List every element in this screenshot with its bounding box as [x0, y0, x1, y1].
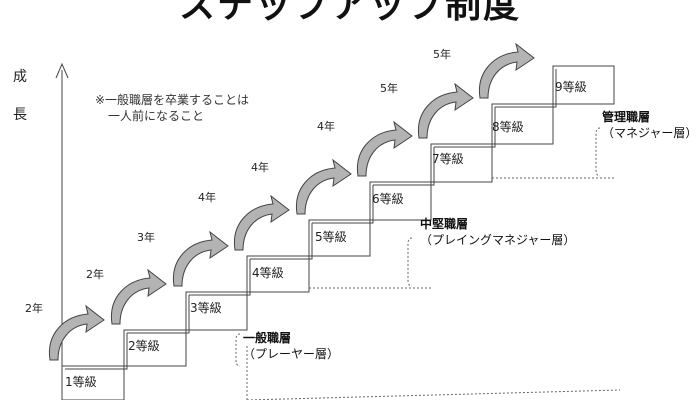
- year-label-1: 2年: [25, 302, 43, 315]
- note-line-2: 一人前になること: [108, 109, 205, 123]
- grade-box-2: [123, 329, 187, 367]
- step-up-arrow-8: [478, 42, 535, 99]
- step-up-arrow-5: [295, 158, 352, 215]
- layer-sub: （プレーヤー層）: [243, 347, 340, 361]
- layer-name: 中堅職層: [420, 217, 469, 231]
- year-label-4: 4年: [198, 191, 216, 204]
- grade-label-1: 1等級: [65, 375, 97, 389]
- step-up-arrow-7: [417, 82, 474, 139]
- step-up-arrow-2: [110, 268, 167, 325]
- stair-outline-2: [127, 295, 190, 334]
- stair-outline-4: [250, 223, 313, 260]
- step-up-arrow-1: [48, 304, 105, 361]
- stair-outline-1: [65, 333, 128, 370]
- stair-outline-3: [189, 259, 251, 296]
- layer-bracket-mid: [407, 237, 413, 287]
- step-up-arrow-3: [172, 230, 229, 287]
- layer-label-general: 一般職層 （プレーヤー層）: [243, 330, 339, 362]
- grade-label-9: 9等級: [555, 80, 587, 94]
- grade-label-5: 5等級: [315, 230, 347, 244]
- stair-outline-6: [373, 147, 435, 186]
- layer-name: 管理職層: [602, 110, 651, 124]
- stair-outline-7: [434, 107, 496, 148]
- grade-box-3: [185, 291, 248, 331]
- grade-label-7: 7等級: [432, 152, 464, 166]
- step-up-arrow-6: [356, 120, 413, 177]
- layer-guide-general-base: [246, 389, 621, 400]
- layer-name: 一般職層: [243, 331, 292, 345]
- layer-bracket-general: [235, 333, 241, 367]
- year-label-5: 4年: [251, 161, 269, 174]
- page-title: ステップアップ制度: [178, 0, 521, 26]
- grade-box-6: [369, 181, 432, 221]
- growth-label-1: 成: [13, 69, 27, 85]
- growth-label-2: 長: [13, 107, 27, 123]
- step-up-arrow-4: [233, 194, 290, 251]
- note-line-1: ※一般職層を卒業することは: [95, 93, 250, 107]
- stair-outline-8: [495, 69, 557, 108]
- grade-box-7: [430, 143, 493, 183]
- grade-box-5: [308, 219, 371, 257]
- stair-outline-5: [312, 185, 374, 224]
- layer-sub: （プレイングマネジャー層）: [420, 233, 576, 247]
- year-label-3: 3年: [137, 231, 155, 244]
- layer-label-mid: 中堅職層 （プレイングマネジャー層）: [420, 216, 575, 248]
- year-label-6: 4年: [317, 120, 335, 133]
- year-label-2: 2年: [86, 268, 104, 281]
- grade-box-8: [491, 103, 554, 145]
- year-label-7: 5年: [380, 82, 398, 95]
- layer-bracket-manager: [595, 127, 601, 177]
- growth-axis-arrowhead: [55, 62, 69, 79]
- grade-label-2: 2等級: [128, 339, 160, 353]
- grade-label-6: 6等級: [372, 192, 404, 206]
- grade-box-4: [246, 255, 310, 293]
- year-label-8: 5年: [433, 48, 451, 61]
- grade-box-1: [61, 365, 125, 400]
- layer-label-manager: 管理職層 （マネジャー層）: [602, 109, 697, 141]
- layer-sub: （マネジャー層）: [602, 126, 698, 140]
- grade-label-4: 4等級: [252, 266, 284, 280]
- grade-label-8: 8等級: [492, 120, 524, 134]
- grade-label-3: 3等級: [190, 301, 222, 315]
- grade-box-9: [552, 65, 615, 105]
